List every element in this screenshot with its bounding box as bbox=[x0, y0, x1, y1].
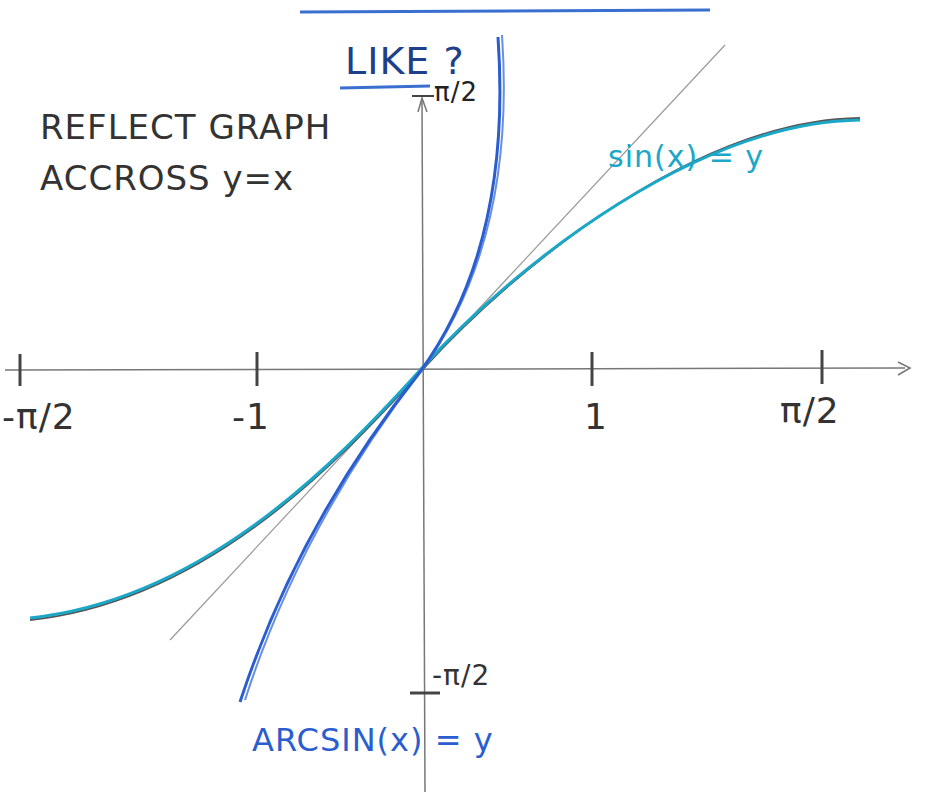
title-underline bbox=[340, 86, 430, 88]
axis-arrow bbox=[898, 362, 910, 375]
tick-mark bbox=[19, 354, 22, 386]
tick-label: -π/2 bbox=[2, 396, 76, 437]
tick-label: -1 bbox=[232, 396, 270, 437]
curve-label: sin(x) = y bbox=[608, 140, 764, 175]
axis-label: π/2 bbox=[434, 78, 478, 108]
x-axis bbox=[5, 368, 905, 370]
y-axis bbox=[422, 100, 425, 792]
tick-mark bbox=[591, 352, 594, 386]
axis-label: -π/2 bbox=[432, 660, 490, 692]
axis-arrow bbox=[418, 98, 427, 112]
tick-mark bbox=[821, 350, 824, 384]
curve-label: ARCSIN(x) = y bbox=[252, 722, 494, 759]
tick-mark bbox=[412, 95, 434, 97]
tick-label: 1 bbox=[584, 396, 608, 437]
note-text: REFLECT GRAPH ACCROSS y=x bbox=[40, 102, 370, 204]
tick-label: π/2 bbox=[780, 390, 840, 431]
title-underline bbox=[300, 10, 710, 12]
tick-mark bbox=[256, 352, 259, 386]
